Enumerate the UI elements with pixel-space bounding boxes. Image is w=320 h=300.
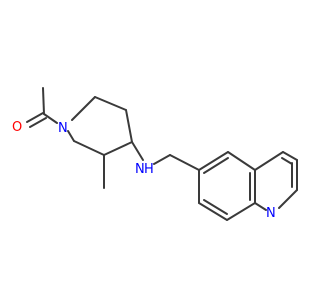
bond-q-c6-c5: [198, 151, 229, 171]
bond-q-c4-c3-inner: [281, 157, 293, 165]
bond-q-c8a-n: [254, 202, 267, 211]
molecule-diagram: O N N H N: [0, 0, 300, 300]
bond-ring-amine: [131, 141, 144, 161]
bond-q-c4a-c5: [227, 151, 256, 171]
atom-oxygen: O: [12, 120, 22, 135]
bond-ring-c6-n: [67, 130, 75, 142]
bond-ring-c2-c3: [94, 96, 127, 111]
bond-carbonyl-oxygen-b: [29, 117, 47, 128]
bond-carbonyl-nitrogen: [43, 113, 58, 124]
bond-q-c7-c8: [198, 202, 228, 221]
bond-carbonyl-oxygen-a: [26, 112, 44, 123]
bond-q-c7-c8-inner: [203, 199, 228, 215]
bond-ring-c5-c6: [73, 140, 105, 156]
background: [0, 0, 300, 300]
atom-nitrogen-amine: N: [135, 162, 145, 177]
bond-amine-ch2: [153, 154, 171, 165]
bond-q-c6-c5-inner: [203, 157, 229, 174]
bond-ring-c3-c4: [125, 109, 133, 143]
bond-q-c4a-c4: [254, 151, 284, 171]
structure-svg: O N N H N: [0, 0, 300, 300]
bond-ring-n-c2: [71, 96, 96, 121]
atom-nitrogen-amide: N: [58, 121, 68, 136]
bond-ch2-quinoline: [169, 154, 200, 171]
bond-q-c2-n: [278, 189, 298, 209]
atom-nitrogen-quinoline: N: [266, 206, 276, 221]
bond-methyl-carbonyl: [42, 87, 45, 115]
atom-hydrogen-amine: H: [144, 162, 154, 177]
bond-q-c8-c8a: [226, 202, 256, 221]
bond-ring-c4-c5: [103, 141, 133, 156]
bond-q-c4-c3: [282, 151, 298, 161]
